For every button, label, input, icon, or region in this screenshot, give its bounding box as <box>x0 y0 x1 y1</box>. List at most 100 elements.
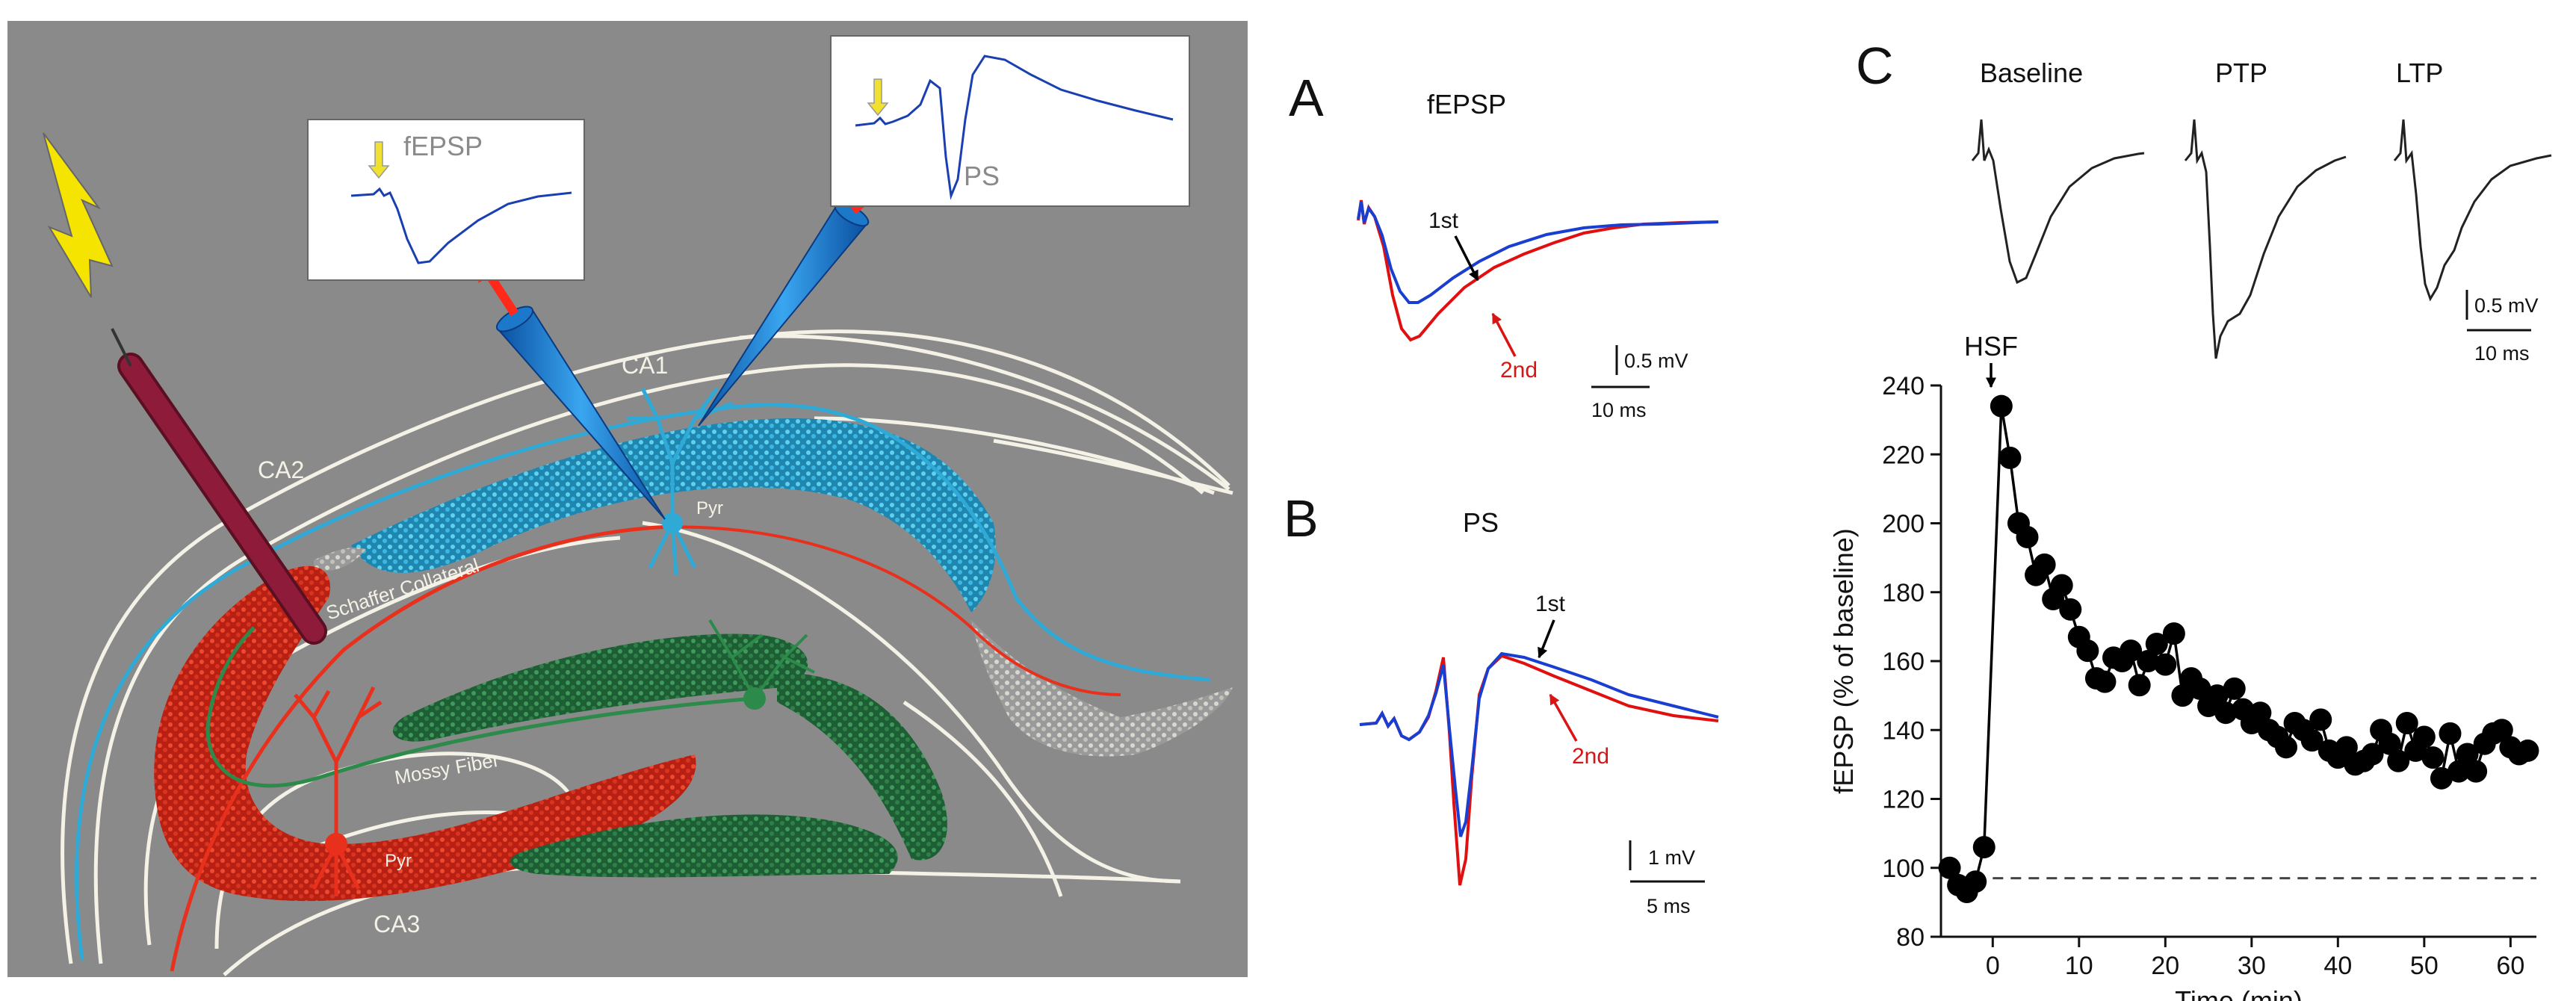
data-point <box>2033 553 2056 576</box>
panel-c-label-ptp: PTP <box>2215 58 2267 88</box>
panel-c-label-ltp: LTP <box>2396 58 2443 88</box>
chart-x-axis-label: Time (min) <box>2175 985 2303 1001</box>
chart-data-points <box>1938 394 2539 904</box>
data-point <box>2465 760 2488 783</box>
lightning-bolt-icon <box>43 132 114 298</box>
chart-data-line <box>1948 406 2529 894</box>
data-point <box>2137 650 2160 672</box>
data-point <box>2412 725 2436 749</box>
panel-a-trace-2nd <box>1357 199 1719 342</box>
y-tick-label: 240 <box>1882 372 1925 400</box>
panel-c-trace-baseline <box>1971 119 2145 285</box>
x-tick-label: 20 <box>2151 952 2179 980</box>
pyramidal-layers <box>154 418 1233 902</box>
data-point <box>2421 746 2445 769</box>
panel-c-scale-v: 0.5 mV <box>2474 294 2539 317</box>
panel-a-trace-1st <box>1357 201 1719 304</box>
inset-ps: PS <box>830 35 1190 207</box>
panel-a-1st-arrow <box>1454 235 1479 282</box>
x-tick-label: 50 <box>2410 952 2439 980</box>
data-point <box>2154 653 2177 676</box>
data-point <box>1938 856 1961 879</box>
chart-y-axis-label: fEPSP (% of baseline) <box>1828 528 1859 794</box>
data-point <box>2361 743 2384 766</box>
dentate-lower-layer <box>510 814 898 878</box>
panel-a-1st-label: 1st <box>1428 208 1459 233</box>
panel-c-label-baseline: Baseline <box>1980 58 2083 88</box>
data-point <box>2387 749 2410 772</box>
panel-b-title: PS <box>1463 507 1499 538</box>
panel-b-scale-t: 5 ms <box>1647 895 1691 917</box>
panel-a: A fEPSP 1st 2nd 0.5 mV 10 ms <box>1289 69 1719 421</box>
data-point <box>2076 639 2099 663</box>
y-tick-label: 140 <box>1882 716 1925 745</box>
panel-b-1st-label: 1st <box>1535 592 1566 616</box>
region-ca2-label: CA2 <box>258 456 304 483</box>
data-point <box>2335 736 2358 759</box>
x-tick-label: 60 <box>2496 952 2524 980</box>
dentate-upper-layer <box>392 633 808 742</box>
data-point <box>2120 639 2143 663</box>
panel-a-2nd-arrow <box>1491 312 1517 357</box>
data-point <box>1998 446 2022 469</box>
panel-a-scale-v: 0.5 mV <box>1624 350 1688 372</box>
panel-a-letter: A <box>1289 69 1324 127</box>
data-point <box>2016 525 2039 548</box>
panel-b-2nd-arrow <box>1549 693 1578 742</box>
ca3-cell-layer <box>154 565 696 902</box>
y-tick-label: 100 <box>1882 855 1925 883</box>
data-point <box>2162 622 2185 645</box>
y-tick-label: 200 <box>1882 510 1925 539</box>
panel-b-1st-arrow <box>1538 619 1555 659</box>
data-point <box>2516 739 2539 762</box>
panel-c-trace-ptp <box>2184 119 2347 359</box>
ca1-pyr-label: Pyr <box>696 498 723 518</box>
data-point <box>2050 574 2073 597</box>
inset-fepsp-trace <box>350 187 572 264</box>
y-tick-label: 120 <box>1882 786 1925 814</box>
data-point <box>1964 870 1987 893</box>
data-point <box>1972 836 1996 859</box>
panel-c-letter: C <box>1856 37 1894 95</box>
schaffer-collateral <box>170 524 673 972</box>
data-point <box>2378 732 2401 755</box>
data-point <box>2145 632 2168 655</box>
y-tick-label: 220 <box>1882 441 1925 469</box>
data-point <box>2188 677 2211 700</box>
data-point <box>2249 701 2272 725</box>
hsf-label: HSF <box>1964 331 2018 362</box>
dentate-right-layer <box>777 672 947 861</box>
data-point <box>2456 743 2479 766</box>
ca3-pyr-label: Pyr <box>385 851 412 871</box>
panel-a-title: fEPSP <box>1427 89 1506 120</box>
data-point <box>2214 701 2238 725</box>
granule-neuron <box>708 619 815 710</box>
data-point <box>1990 394 2013 418</box>
panel-b-2nd-label: 2nd <box>1572 744 1609 769</box>
ca3-pyramidal-neuron <box>294 686 383 896</box>
inset-fepsp-label: fEPSP <box>403 131 483 161</box>
region-ca1-label: CA1 <box>622 352 668 379</box>
x-tick-label: 40 <box>2323 952 2352 980</box>
data-line <box>1948 406 2529 894</box>
data-point <box>2223 677 2246 700</box>
y-tick-label: 80 <box>1896 923 1925 952</box>
data-point <box>2447 760 2471 783</box>
ca1-pyramidal-neuron <box>628 387 733 576</box>
data-point <box>2490 719 2513 742</box>
panel-c-trace-ltp <box>2393 119 2552 302</box>
region-ca3-label: CA3 <box>374 911 420 938</box>
data-point <box>2395 712 2418 735</box>
data-point <box>2300 729 2323 752</box>
data-point <box>2059 598 2082 621</box>
x-tick-label: 30 <box>2238 952 2266 980</box>
mossy-fiber <box>205 626 755 788</box>
inset-fepsp: fEPSP <box>307 119 585 281</box>
panel-b-letter: B <box>1284 489 1319 548</box>
ca1-cell-layer <box>351 418 996 613</box>
neurons <box>294 387 815 896</box>
data-point <box>2439 722 2462 745</box>
